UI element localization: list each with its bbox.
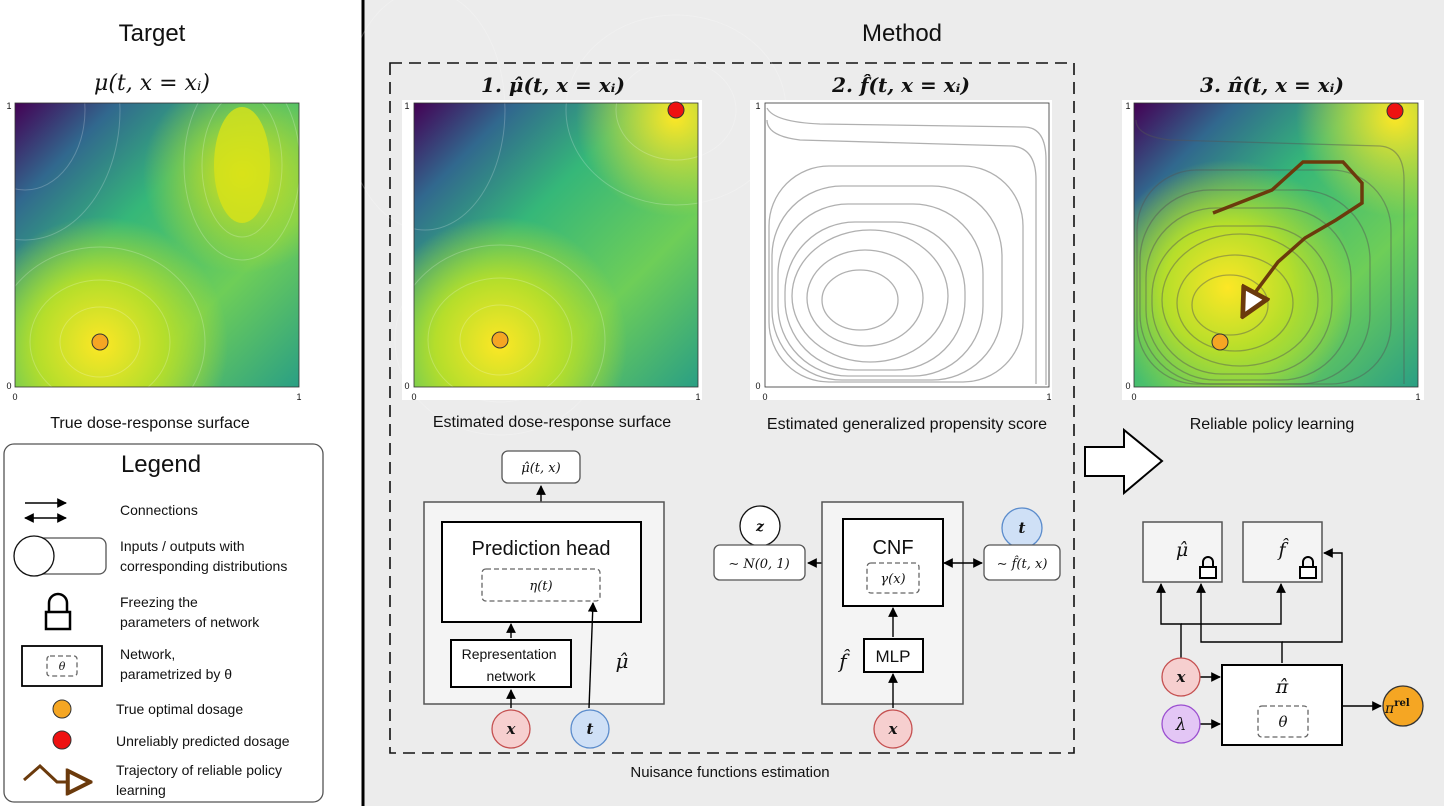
panel3-heatmap [1122,100,1424,400]
legend-inputs-label: Inputs / outputs with corresponding dist… [120,538,287,574]
svg-text:x: x [506,720,517,738]
legend-connections-label: Connections [120,502,198,518]
legend-optimal-label: True optimal dosage [116,701,243,717]
legend-unreliable-label: Unreliably predicted dosage [116,733,290,749]
svg-text:1: 1 [695,392,700,402]
mu-output-label: μ̂(t, x) [521,461,560,476]
panel3-caption: Reliable policy learning [1190,416,1355,433]
svg-text:1: 1 [1415,392,1420,402]
lock-icon [44,592,72,631]
svg-text:0: 0 [762,392,767,402]
svg-text:1: 1 [1046,392,1051,402]
svg-text:0: 0 [12,392,17,402]
svg-text:t: t [587,720,594,738]
policy-trajectory-path [1212,160,1364,314]
svg-text:z: z [755,519,765,535]
legend-network-label: Network, parametrized by θ [120,646,232,682]
mu-input-t [570,709,610,749]
z-distribution-label: ∼ N(0, 1) [728,557,789,572]
representation-network-label: Representation network [462,646,561,684]
legend-unreliable-dot [52,730,72,750]
pi-network-diagram: μ̂ f̂ π̂ θ x [1142,521,1424,746]
f-network-diagram: z ∼ N(0, 1) CNF γ(x) t ∼ f̂(t, x) MLP f̂… [713,501,1061,749]
target-caption: True dose-response surface [50,415,250,432]
pi-input-x [1161,657,1201,697]
pi-input-lambda [1161,704,1201,744]
true-optimal-dosage-marker [91,333,109,351]
svg-text:1: 1 [1125,101,1130,111]
target-heading: Target [119,20,186,47]
cnf-label: CNF [872,537,913,559]
prediction-head-label: Prediction head [472,538,611,560]
panel3-unreliable-marker [1386,102,1404,120]
svg-text:x: x [1176,668,1187,686]
svg-text:πrel: πrel [1384,698,1410,717]
panel1-caption: Estimated dose-response surface [433,414,671,431]
panel2-caption: Estimated generalized propensity score [767,416,1047,433]
nuisance-box [389,62,1075,754]
svg-text:0: 0 [411,392,416,402]
mu-network-diagram: μ̂(t, x) Prediction head η(t) Representa… [423,450,665,749]
nuisance-caption: Nuisance functions estimation [630,764,829,781]
arrow-right-icon [1084,427,1164,496]
lock-icon [1199,556,1217,579]
panel3-title: 3. π̂(t, x = xᵢ) [1200,73,1344,97]
pi-rel-output [1382,685,1424,727]
lock-icon [1299,556,1317,579]
svg-text:1: 1 [404,101,409,111]
mu-symbol: μ̂ [616,649,629,673]
svg-text:0: 0 [404,381,409,391]
panel2-contour-plot [750,100,1052,400]
svg-text:t: t [1019,519,1026,537]
svg-text:1: 1 [755,101,760,111]
trajectory-arrow-icon [23,763,88,782]
f-input-x [873,709,913,749]
target-heatmap [0,0,301,438]
t-distribution-label: ∼ f̂(t, x) [997,555,1048,572]
svg-text:x: x [888,720,899,738]
panel1-heatmap [344,0,787,436]
legend-panel: Legend Connections Inputs / outputs with… [3,443,324,803]
svg-text:0: 0 [1125,381,1130,391]
input-distribution-icon [13,535,107,577]
mlp-label: MLP [876,647,911,666]
pi-theta-label: θ [1278,713,1287,731]
legend-trajectory-label: Trajectory of reliable policy learning [116,762,286,798]
svg-text:θ: θ [59,660,66,673]
svg-text:0: 0 [6,381,11,391]
panel1-optimal-marker [491,331,509,349]
legend-heading: Legend [121,451,201,478]
svg-text:1: 1 [296,392,301,402]
target-section: Target μ(t, x = xᵢ) 1 0 0 1 True dose-re… [0,0,302,438]
network-icon: θ [21,645,103,687]
connection-arrows-icon [24,498,67,523]
legend-freezing-label: Freezing the parameters of network [120,594,260,630]
method-section: Method Nuisance functions estimation 1. … [344,0,1444,806]
panel1-unreliable-marker [667,101,685,119]
target-plot-title: μ(t, x = xᵢ) [94,71,210,96]
method-heading: Method [862,20,942,47]
mu-input-x [491,709,531,749]
svg-text:λ: λ [1175,715,1187,735]
legend-optimal-dot [52,699,72,719]
eta-label: η(t) [529,579,552,594]
panel1-title: 1. μ̂(t, x = xᵢ) [481,73,625,97]
svg-text:0: 0 [755,381,760,391]
svg-text:0: 0 [1131,392,1136,402]
pi-box-label: π̂ [1275,676,1289,698]
gamma-label: γ(x) [880,572,905,587]
panel3-optimal-marker [1211,333,1229,351]
panel2-title: 2. f̂(t, x = xᵢ) [831,73,970,97]
svg-text:1: 1 [6,101,11,111]
pi-mu-box-label: μ̂ [1176,539,1188,561]
